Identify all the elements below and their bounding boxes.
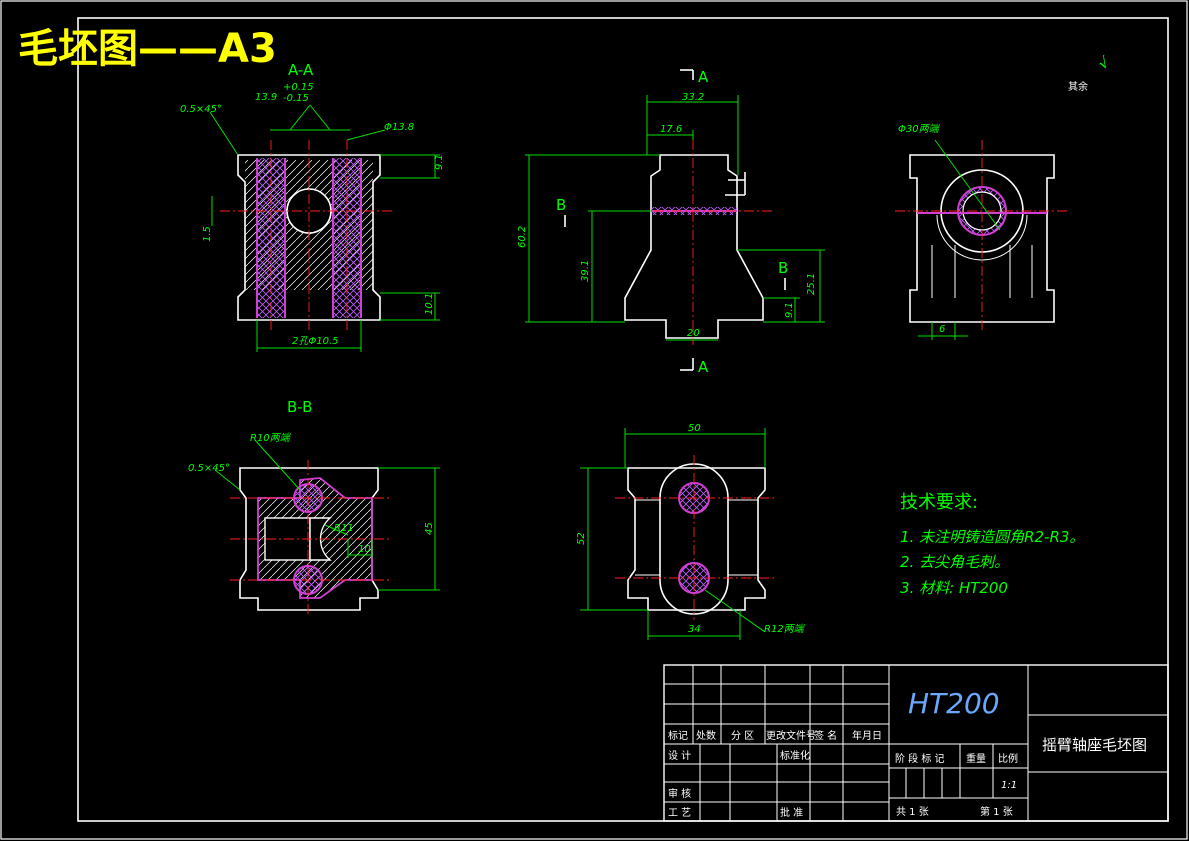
section-mark-a-top: A [698, 68, 709, 86]
view-section-bb: B-B R10两端 0.5×45° R11 10 45 [188, 398, 440, 615]
dim-bb-45: 45 [424, 522, 435, 535]
dim-aa-chamfer: 0.5×45° [180, 104, 222, 115]
section-mark-b-right: B [778, 259, 788, 277]
dim-front-60-2: 60.2 [517, 226, 528, 248]
tb-col-sign: 签 名 [814, 729, 837, 742]
tb-design: 设 计 [668, 749, 691, 762]
view-front: A A B B 33.2 17.6 60.2 39.1 25.1 9.1 20 [517, 68, 825, 376]
dim-top-34: 34 [688, 624, 701, 635]
dim-front-9-1: 9.1 [784, 302, 795, 318]
view-label-aa: A-A [288, 61, 314, 79]
tech-req-item-1: 1. 未注明铸造圆角R2-R3。 [900, 528, 1084, 546]
tb-approve: 批 准 [780, 806, 803, 819]
tb-scale: 1:1 [1001, 780, 1017, 791]
tech-req-item-2: 2. 去尖角毛刺。 [900, 553, 1009, 571]
view-section-aa: A-A 0.5×45° 13.9 +0.15 -0.15 Φ13.8 9.1 1… [180, 61, 445, 352]
dim-bb-r10: R10两端 [250, 432, 292, 444]
tb-weight: 重量 [966, 752, 986, 765]
tb-review: 审 核 [668, 787, 691, 800]
dim-bb-r11: R11 [334, 523, 354, 534]
roughness-symbol: 其余 √ [1068, 53, 1113, 93]
roughness-icon: √ [1095, 53, 1113, 74]
dim-aa-13-9: 13.9 [255, 92, 277, 103]
tb-col-zone: 分 区 [731, 730, 754, 742]
dim-top-50: 50 [688, 423, 701, 434]
dim-aa-2-holes: 2孔Φ10.5 [292, 335, 339, 347]
roughness-label: 其余 [1068, 80, 1088, 93]
tech-req-heading: 技术要求: [900, 492, 978, 513]
tb-sheets-total: 共 1 张 [896, 806, 929, 818]
tb-col-change-doc: 更改文件号 [766, 729, 816, 742]
dim-top-52: 52 [576, 532, 587, 545]
dim-top-r12: R12两端 [764, 623, 806, 635]
title-block: HT200 摇臂轴座毛坯图 标记 处数 分 区 更改文件号 签 名 年月日 设 … [663, 664, 1169, 822]
dim-front-25-1: 25.1 [806, 273, 817, 295]
dim-aa-9-1: 9.1 [434, 154, 445, 170]
dim-side-6: 6 [939, 324, 945, 335]
section-mark-b-left: B [556, 196, 566, 214]
dim-front-33-2: 33.2 [682, 92, 704, 103]
tech-req-item-3: 3. 材料: HT200 [900, 579, 1008, 597]
dim-aa-tol-upper: +0.15 [283, 82, 314, 93]
dim-front-20: 20 [687, 328, 700, 339]
view-top: 50 52 34 R12两端 [576, 423, 806, 640]
tech-requirements: 技术要求: 1. 未注明铸造圆角R2-R3。 2. 去尖角毛刺。 3. 材料: … [900, 492, 1084, 597]
dim-aa-1-5: 1.5 [202, 226, 213, 242]
view-side: Φ30两端 6 [895, 123, 1070, 340]
title-block-part-name: 摇臂轴座毛坯图 [1042, 736, 1147, 754]
tb-standard: 标准化 [780, 749, 810, 762]
tb-stage: 阶 段 标 记 [895, 752, 945, 765]
tb-sheet-no: 第 1 张 [980, 805, 1013, 818]
tb-col-count: 处数 [696, 729, 716, 742]
tb-col-mark: 标记 [668, 730, 688, 742]
dim-bb-10: 10 [358, 544, 371, 555]
tb-process: 工 艺 [668, 807, 691, 819]
tb-scale-label: 比例 [998, 752, 1018, 765]
dim-aa-dia: Φ13.8 [384, 122, 414, 133]
dim-bb-chamfer: 0.5×45° [188, 463, 230, 474]
dim-front-17-6: 17.6 [660, 124, 682, 135]
inner-border [77, 17, 1169, 822]
dim-side-phi30: Φ30两端 [898, 123, 941, 135]
view-label-bb: B-B [287, 398, 312, 416]
drawing-title: 毛坯图——A3 [18, 26, 277, 72]
dim-aa-10-1: 10.1 [424, 293, 435, 315]
dim-aa-tol-lower: -0.15 [283, 93, 309, 104]
dim-front-39-1: 39.1 [580, 260, 591, 282]
title-block-material: HT200 [908, 687, 1000, 720]
tb-col-date: 年月日 [852, 729, 882, 742]
section-mark-a-bottom: A [698, 358, 709, 376]
